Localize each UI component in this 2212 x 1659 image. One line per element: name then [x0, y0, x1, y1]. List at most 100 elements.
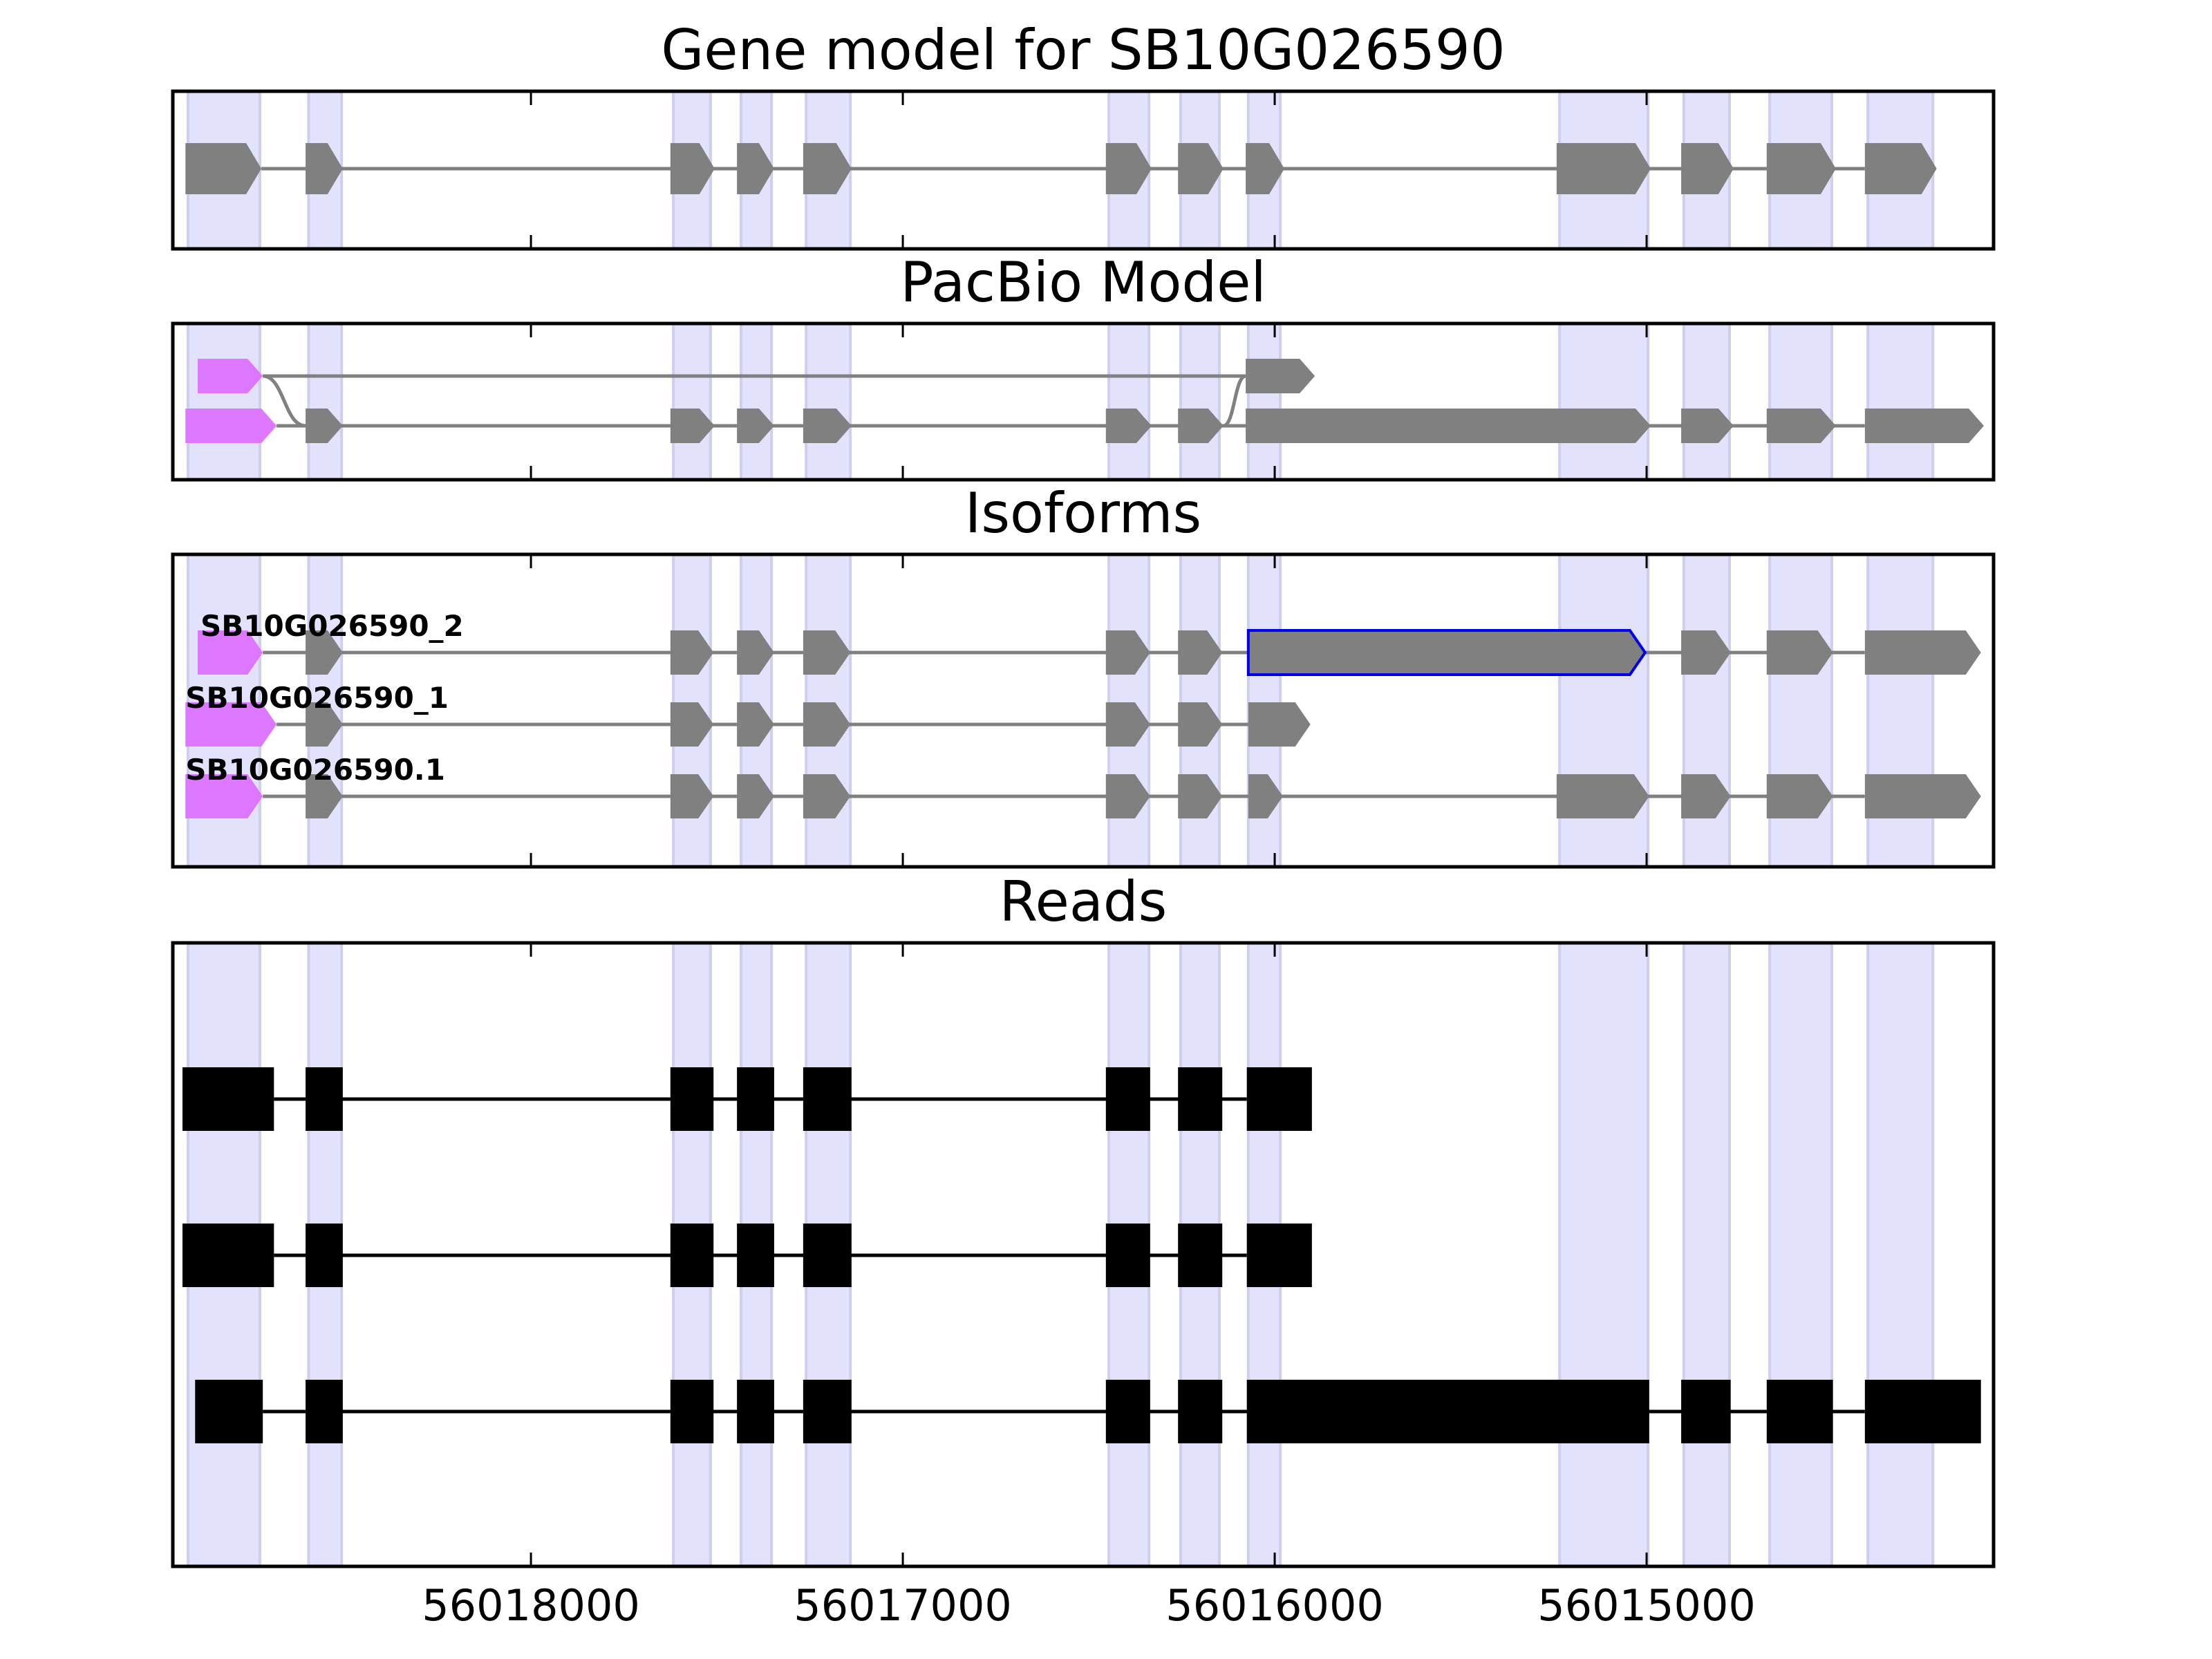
read-block	[182, 1067, 274, 1131]
exon-band	[1768, 322, 1833, 481]
exon-band	[1107, 322, 1151, 481]
utr-exon	[198, 359, 263, 393]
exon	[1105, 409, 1152, 443]
exon	[1766, 630, 1833, 675]
exon	[1178, 409, 1224, 443]
exon-band	[740, 322, 774, 481]
highlighted-exon	[1246, 629, 1647, 676]
exon-band	[1179, 322, 1221, 481]
exon	[1681, 774, 1731, 818]
exon	[803, 143, 852, 194]
exon	[306, 702, 343, 747]
panel-gene-2: IsoformsSB10G026590_2SB10G026590_1SB10G0…	[171, 481, 1996, 869]
exon	[1864, 630, 1981, 675]
axes-frame	[171, 89, 1996, 251]
read-block	[803, 1067, 852, 1131]
axes-frame	[171, 941, 1996, 1568]
axes-frame	[171, 552, 1996, 869]
x-tick-label: 56015000	[1537, 1580, 1756, 1631]
read-block	[1178, 1380, 1223, 1443]
exon-band	[1682, 941, 1732, 1568]
panel-title: Reads	[1000, 870, 1168, 934]
exon	[803, 630, 851, 675]
read-block	[737, 1380, 774, 1443]
exon	[185, 143, 262, 194]
x-tick-label: 56017000	[794, 1580, 1012, 1631]
read-block	[1105, 1067, 1150, 1131]
panel-gene-0: Gene model for SB10G026590	[171, 18, 1996, 251]
exon-band	[805, 322, 852, 481]
exon	[737, 630, 774, 675]
read-block	[306, 1224, 343, 1287]
exon	[803, 774, 851, 818]
read-block	[306, 1380, 343, 1443]
exon	[1766, 143, 1836, 194]
splice-connector	[1222, 374, 1247, 428]
exon	[1556, 774, 1649, 818]
read-block	[670, 1067, 714, 1131]
exon	[803, 409, 852, 443]
exon-band	[1682, 553, 1732, 868]
read-block	[803, 1380, 852, 1443]
read-block	[195, 1380, 263, 1443]
exon	[1681, 630, 1731, 675]
exon-band	[187, 322, 261, 481]
exon	[1178, 143, 1224, 194]
read-block	[1246, 1067, 1312, 1131]
exon	[670, 143, 715, 194]
exon	[1246, 359, 1315, 393]
read-block	[670, 1224, 714, 1287]
exon	[1864, 143, 1937, 194]
read-block	[182, 1224, 274, 1287]
isoform-label: SB10G026590_2	[200, 609, 464, 643]
read-block	[1246, 1380, 1649, 1443]
x-tick-label: 56018000	[422, 1580, 640, 1631]
exon	[1248, 774, 1283, 818]
exon	[306, 143, 343, 194]
read-block	[1105, 1380, 1150, 1443]
exon	[1178, 630, 1223, 675]
panel-title: PacBio Model	[900, 250, 1266, 315]
exon	[1864, 774, 1981, 818]
read-block	[1766, 1380, 1833, 1443]
exon	[1766, 409, 1836, 443]
read-block	[737, 1224, 774, 1287]
exon-band	[1246, 322, 1282, 481]
exon	[1105, 143, 1152, 194]
exon	[1178, 774, 1223, 818]
panel-reads-3: Reads	[171, 870, 1996, 1568]
exon	[737, 409, 774, 443]
panel-title: Gene model for SB10G026590	[661, 18, 1505, 82]
exon	[670, 630, 714, 675]
panel-gene-1: PacBio Model	[171, 250, 1996, 482]
read-block	[1178, 1067, 1223, 1131]
read-block	[670, 1380, 714, 1443]
x-tick-label: 56016000	[1165, 1580, 1384, 1631]
read-block	[1246, 1224, 1312, 1287]
exon	[1766, 774, 1833, 818]
read-block	[737, 1067, 774, 1131]
read-block	[1178, 1224, 1223, 1287]
exon	[737, 774, 774, 818]
isoform-label: SB10G026590.1	[185, 753, 445, 787]
read-block	[1681, 1380, 1731, 1443]
exon	[670, 409, 715, 443]
isoform-label: SB10G026590_1	[185, 681, 449, 715]
exon	[737, 143, 774, 194]
exon	[306, 409, 343, 443]
exon-band	[1866, 941, 1935, 1568]
exon-band	[307, 322, 344, 481]
read-block	[306, 1067, 343, 1131]
exon	[1105, 774, 1150, 818]
panel-title: Isoforms	[965, 481, 1201, 545]
exon-band	[1768, 941, 1833, 1568]
exon-band	[672, 322, 712, 481]
exon-band	[1866, 553, 1935, 868]
read-block	[1105, 1224, 1150, 1287]
exon-band	[1866, 322, 1935, 481]
read-block	[803, 1224, 852, 1287]
exon	[1864, 409, 1985, 443]
exon	[306, 630, 343, 675]
exon	[1681, 409, 1734, 443]
exon-band	[1558, 941, 1650, 1568]
